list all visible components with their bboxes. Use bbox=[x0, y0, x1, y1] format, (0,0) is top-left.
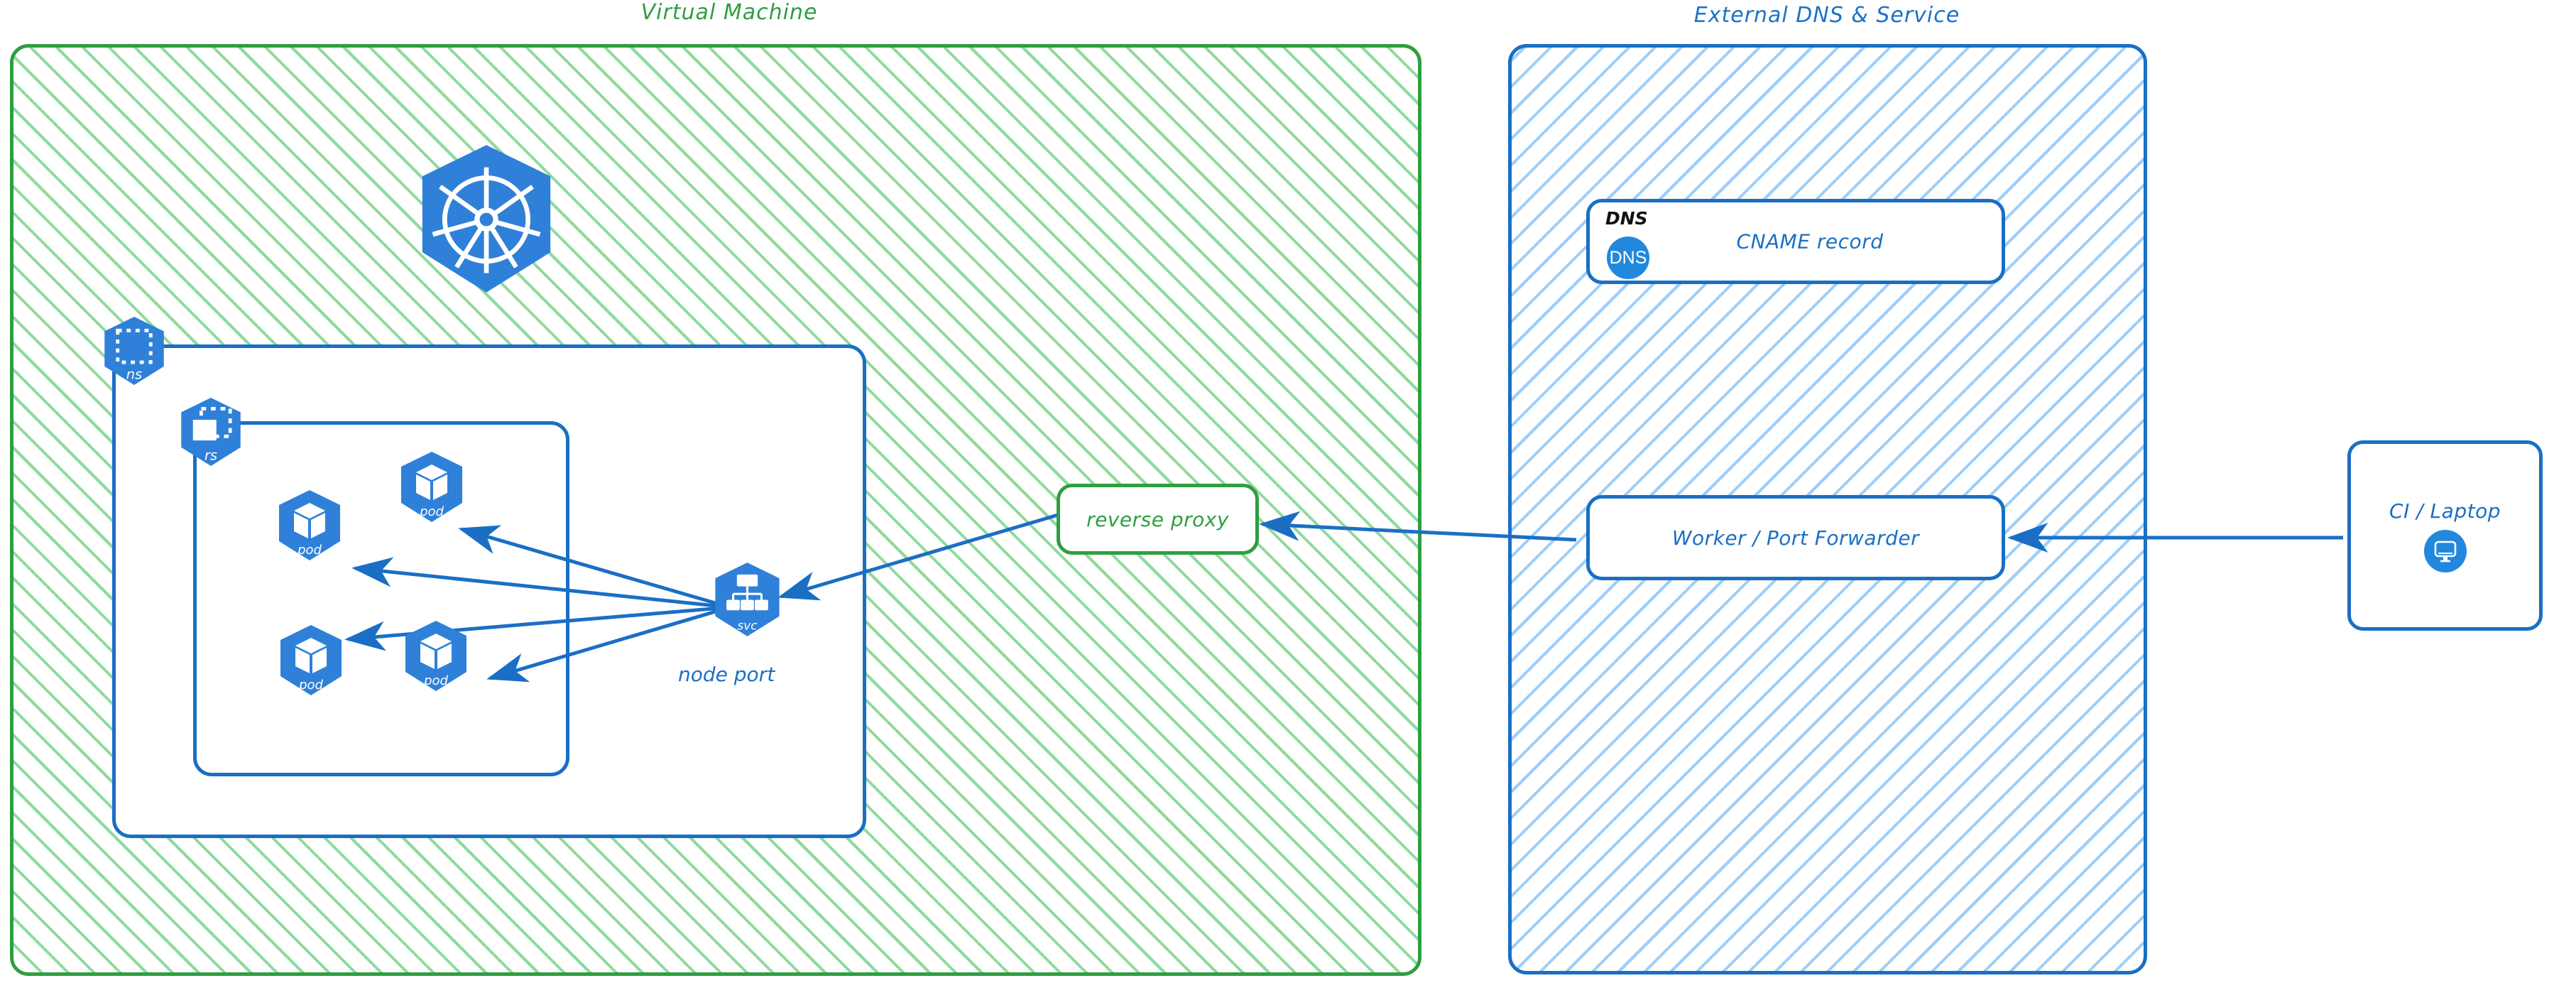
namespace-icon: ns bbox=[99, 315, 169, 386]
monitor-icon bbox=[2423, 529, 2467, 572]
svg-text:svc: svc bbox=[738, 618, 758, 632]
pod-node-2: pod bbox=[396, 450, 467, 523]
node-port-caption: node port bbox=[678, 663, 775, 686]
cname-record-label: CNAME record bbox=[1736, 229, 1884, 254]
svg-text:pod: pod bbox=[423, 673, 448, 688]
replicaset-icon: rs bbox=[176, 396, 246, 467]
dns-badge-icon: DNS bbox=[1607, 237, 1649, 279]
reverse-proxy-box[interactable]: reverse proxy bbox=[1057, 484, 1259, 555]
replicaset-label: rs bbox=[204, 447, 217, 463]
svg-text:pod: pod bbox=[298, 678, 323, 693]
ci-laptop-label: CI / Laptop bbox=[2389, 499, 2501, 523]
pod-node-3: pod bbox=[275, 624, 346, 697]
reverse-proxy-label: reverse proxy bbox=[1086, 507, 1229, 531]
group-title-virtual-machine: Virtual Machine bbox=[640, 0, 818, 25]
pod-node-4: pod bbox=[400, 619, 471, 693]
worker-port-forwarder-box[interactable]: Worker / Port Forwarder bbox=[1586, 495, 2005, 580]
ci-laptop-box[interactable]: CI / Laptop bbox=[2347, 440, 2543, 631]
kubernetes-logo-icon bbox=[412, 142, 561, 295]
service-node: svc bbox=[710, 561, 785, 638]
dns-card[interactable]: DNS DNS CNAME record bbox=[1586, 199, 2005, 284]
group-title-external-dns-service: External DNS & Service bbox=[1693, 3, 1960, 28]
svg-text:pod: pod bbox=[419, 504, 444, 519]
pod-node-1: pod bbox=[274, 489, 345, 562]
replicaset-box bbox=[193, 421, 569, 776]
dns-kicker-label: DNS bbox=[1605, 208, 1648, 229]
worker-port-forwarder-label: Worker / Port Forwarder bbox=[1671, 526, 1920, 550]
svg-text:pod: pod bbox=[297, 543, 322, 558]
namespace-label: ns bbox=[126, 366, 142, 382]
